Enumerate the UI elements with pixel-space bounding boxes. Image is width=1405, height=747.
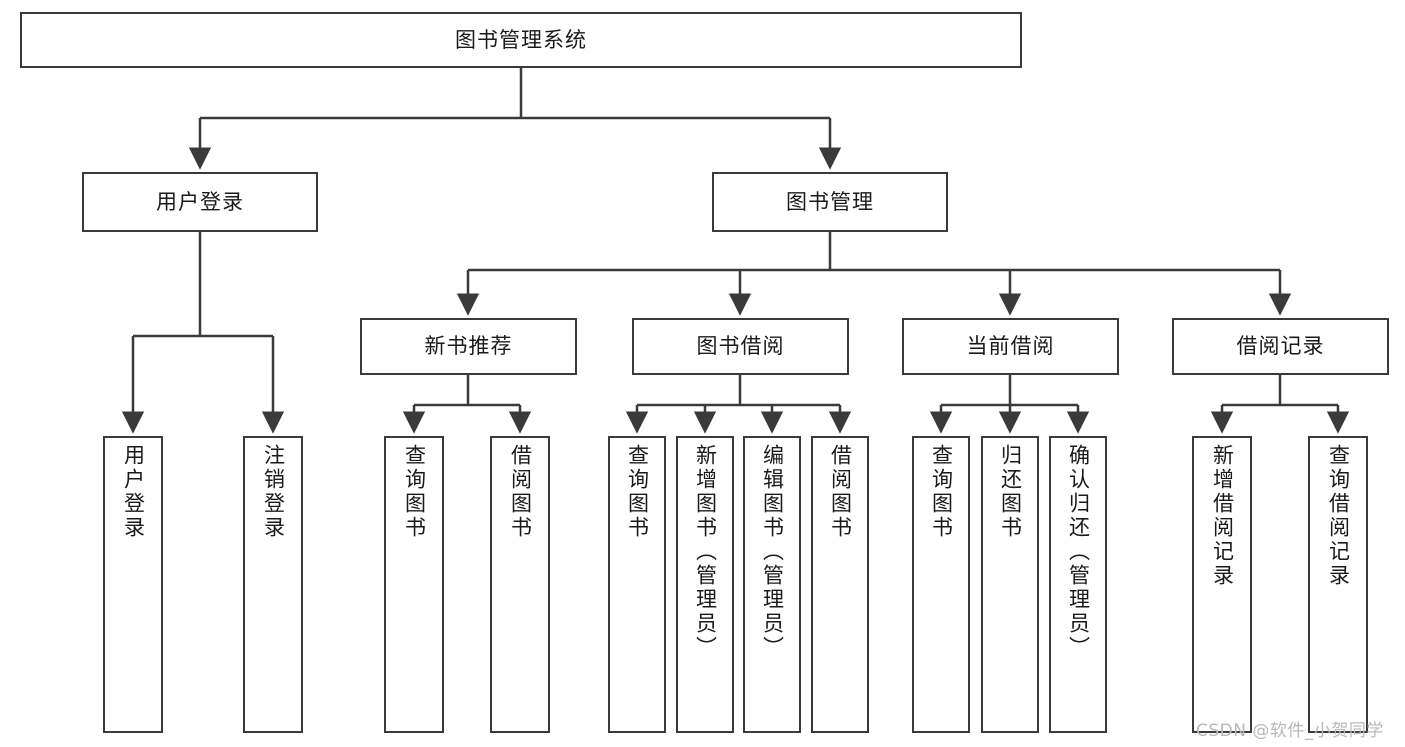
node-leaf-edit-book-label: 编辑图书（管理员）: [760, 444, 785, 660]
node-leaf-query-book-3-label: 查询图书: [929, 444, 954, 540]
node-leaf-add-book-label: 新增图书（管理员）: [693, 444, 718, 660]
edge-book-borrow-to-leaves: [625, 375, 852, 434]
node-leaf-borrow-book-2[interactable]: 借阅图书: [811, 436, 869, 733]
node-leaf-borrow-book-1-label: 借阅图书: [508, 444, 533, 540]
edge-root-to-level1: [188, 68, 842, 170]
node-leaf-borrow-book-1[interactable]: 借阅图书: [490, 436, 550, 733]
node-leaf-return-book-label: 归还图书: [998, 444, 1023, 540]
node-root-label: 图书管理系统: [455, 27, 587, 52]
node-new-book-rec-label: 新书推荐: [424, 334, 513, 359]
node-leaf-add-record[interactable]: 新增借阅记录: [1192, 436, 1252, 733]
node-book-manage[interactable]: 图书管理: [712, 172, 948, 232]
node-leaf-logout-label: 注销登录: [261, 444, 286, 540]
node-book-borrow-label: 图书借阅: [696, 334, 785, 359]
node-current-borrow-label: 当前借阅: [966, 334, 1055, 359]
node-current-borrow[interactable]: 当前借阅: [902, 318, 1119, 375]
node-leaf-query-book-3[interactable]: 查询图书: [912, 436, 970, 733]
node-leaf-return-book[interactable]: 归还图书: [981, 436, 1039, 733]
node-leaf-query-book-1[interactable]: 查询图书: [384, 436, 444, 733]
node-user-login[interactable]: 用户登录: [82, 172, 318, 232]
node-leaf-borrow-book-2-label: 借阅图书: [828, 444, 853, 540]
node-book-manage-label: 图书管理: [786, 189, 874, 214]
node-user-login-label: 用户登录: [156, 189, 244, 214]
node-leaf-query-book-2[interactable]: 查询图书: [608, 436, 666, 733]
node-leaf-query-book-2-label: 查询图书: [625, 444, 650, 540]
node-borrow-record[interactable]: 借阅记录: [1172, 318, 1389, 375]
node-leaf-query-record[interactable]: 查询借阅记录: [1308, 436, 1368, 733]
edge-current-borrow-to-leaves: [929, 375, 1090, 434]
node-leaf-edit-book[interactable]: 编辑图书（管理员）: [743, 436, 801, 733]
node-borrow-record-label: 借阅记录: [1236, 334, 1325, 359]
edge-book-manage-to-level2: [456, 232, 1292, 316]
node-leaf-query-book-1-label: 查询图书: [402, 444, 427, 540]
csdn-watermark: CSDN @软件_小贺同学: [1196, 721, 1384, 741]
node-leaf-query-record-label: 查询借阅记录: [1326, 444, 1351, 588]
node-leaf-confirm-return[interactable]: 确认归还（管理员）: [1049, 436, 1107, 733]
node-leaf-user-login-label: 用户登录: [121, 444, 146, 540]
node-leaf-add-record-label: 新增借阅记录: [1210, 444, 1235, 588]
node-book-borrow[interactable]: 图书借阅: [632, 318, 849, 375]
edge-user-login-to-leaves: [121, 232, 285, 434]
edge-borrow-record-to-leaves: [1210, 375, 1350, 434]
edge-new-book-rec-to-leaves: [402, 375, 532, 434]
node-leaf-add-book[interactable]: 新增图书（管理员）: [676, 436, 734, 733]
node-root[interactable]: 图书管理系统: [20, 12, 1022, 68]
node-leaf-confirm-return-label: 确认归还（管理员）: [1066, 444, 1091, 660]
node-new-book-rec[interactable]: 新书推荐: [360, 318, 577, 375]
node-leaf-user-login[interactable]: 用户登录: [103, 436, 163, 733]
node-leaf-logout[interactable]: 注销登录: [243, 436, 303, 733]
